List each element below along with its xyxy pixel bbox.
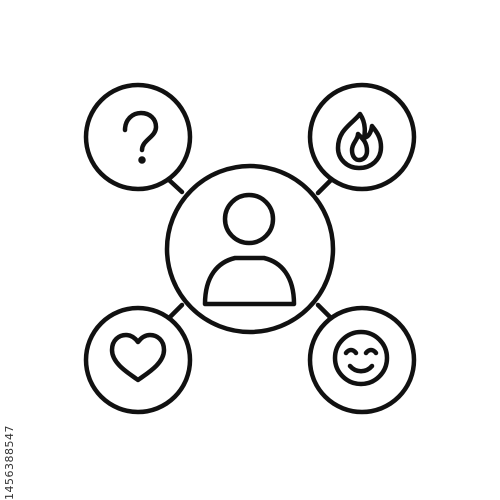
fire-circle <box>307 82 417 192</box>
smiley-left-eye <box>343 347 359 356</box>
smiley-mouth <box>347 363 375 374</box>
connector-bottom-right <box>315 302 334 321</box>
person-body <box>202 255 297 307</box>
smiley-right-eye <box>363 347 379 356</box>
center-circle <box>164 163 336 335</box>
smiley-icon <box>332 329 390 387</box>
smiley-circle <box>307 305 417 415</box>
connector-top-left <box>166 177 185 195</box>
connector-bottom-left <box>166 302 185 321</box>
question-curve <box>122 110 159 153</box>
question-dot <box>138 156 146 164</box>
fire-icon <box>335 111 384 171</box>
question-circle <box>83 82 193 192</box>
stock-id-text: 1456388547 <box>3 425 16 500</box>
smiley-node <box>307 305 417 415</box>
person-head <box>222 192 276 246</box>
person-icon <box>202 192 297 307</box>
heart-circle <box>83 305 193 415</box>
connector-lines <box>166 177 334 321</box>
question-mark-icon <box>122 110 159 164</box>
connector-top-right <box>315 177 334 196</box>
question-node <box>83 82 193 192</box>
fire-node <box>307 82 417 192</box>
center-node <box>164 163 336 335</box>
heart-node <box>83 305 193 415</box>
heart-icon <box>109 332 167 383</box>
fire-inner <box>349 131 370 163</box>
smiley-face <box>332 329 390 387</box>
